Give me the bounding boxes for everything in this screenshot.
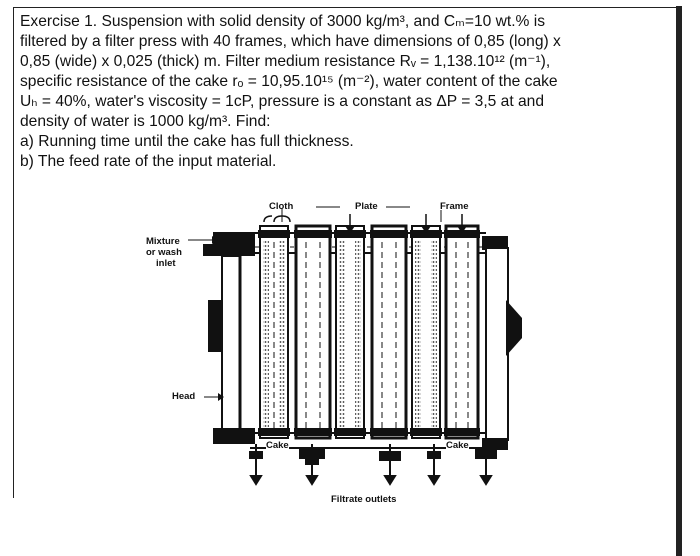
question-a: a) Running time until the cake has full … — [20, 133, 354, 150]
mixture-label: Mixture — [146, 236, 180, 247]
head-top-block — [213, 232, 255, 256]
head-body — [221, 255, 241, 433]
filtrate-outlets-label: Filtrate outlets — [331, 494, 397, 505]
head-bottom-block — [213, 428, 255, 444]
right-edge-bar — [676, 6, 682, 556]
cake — [339, 240, 345, 432]
document-border — [13, 7, 682, 498]
plate-frame-stack — [259, 224, 480, 440]
outlet — [427, 444, 441, 486]
filtrate-outlets — [249, 444, 497, 486]
outlet — [249, 444, 263, 486]
outlet — [299, 444, 325, 486]
plate — [370, 224, 408, 440]
cake — [263, 240, 269, 432]
cake — [279, 240, 285, 432]
outlet — [475, 444, 497, 486]
problem-line: density of water is 1000 kg/m³. Find: — [20, 113, 271, 130]
frame-label: Frame — [440, 201, 469, 212]
plate-label: Plate — [355, 201, 378, 212]
problem-line: filtered by a filter press with 40 frame… — [20, 33, 561, 50]
head-left-block — [203, 244, 217, 256]
cake — [415, 240, 421, 432]
cloth-label: Cloth — [269, 201, 294, 212]
problem-line: specific resistance of the cake rₒ = 10,… — [20, 73, 558, 90]
plate — [294, 224, 332, 440]
outlet — [379, 444, 401, 486]
head-label: Head — [172, 391, 196, 402]
feed-channel — [258, 230, 480, 436]
inlet-label: inlet — [156, 258, 176, 269]
end-bottom-block — [482, 438, 508, 450]
end-top-block — [482, 236, 508, 250]
head-wedge — [208, 300, 224, 352]
cake-label-right: Cake — [446, 440, 469, 451]
problem-statement: Exercise 1. Suspension with solid densit… — [20, 12, 676, 172]
plate — [444, 224, 480, 440]
cake-label-left: Cake — [266, 440, 289, 451]
end-wedge — [506, 300, 522, 356]
problem-line: 0,85 (wide) x 0,025 (thick) m. Filter me… — [20, 53, 551, 70]
problem-line: Exercise 1. Suspension with solid densit… — [20, 13, 546, 30]
end-body — [485, 247, 509, 441]
problem-line: Uₕ = 40%, water's viscosity = 1cP, press… — [20, 93, 545, 110]
cake — [355, 240, 361, 432]
wash-label: or wash — [146, 247, 182, 258]
question-b: b) The feed rate of the input material. — [20, 153, 277, 170]
cake — [431, 240, 437, 432]
